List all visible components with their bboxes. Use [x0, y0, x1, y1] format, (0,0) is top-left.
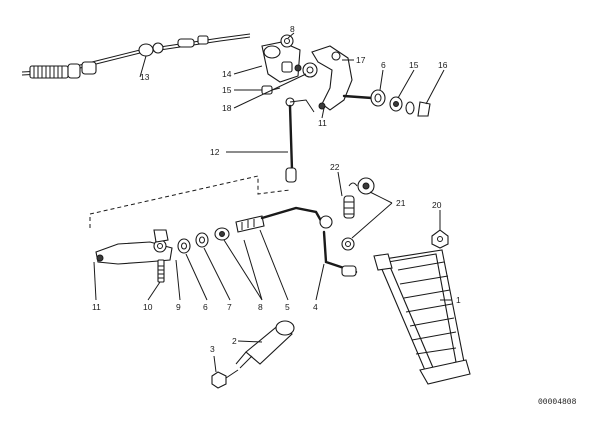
cable-grommet — [152, 42, 164, 54]
callout-21: 21 — [396, 198, 406, 208]
callout-10: 10 — [143, 302, 153, 312]
link-rod-12[interactable] — [285, 97, 297, 183]
cable-grommet — [138, 43, 154, 57]
callout-1: 1 — [456, 295, 461, 305]
rod-end-5[interactable] — [235, 215, 265, 233]
callout-2: 2 — [232, 336, 237, 346]
callout-3: 3 — [210, 344, 215, 354]
nut-20[interactable] — [431, 229, 449, 249]
cap-21-upper[interactable] — [357, 177, 375, 195]
pedal-stop-2[interactable] — [235, 320, 295, 369]
cable-threaded-end — [29, 61, 97, 79]
bushing-21[interactable] — [341, 237, 355, 251]
callout-15-right: 15 — [409, 60, 419, 70]
washer-15-right[interactable] — [389, 96, 403, 112]
accelerator-pedal-1[interactable] — [373, 249, 471, 385]
bracket-14[interactable] — [261, 41, 302, 83]
bushing-18[interactable] — [302, 62, 318, 78]
callout-22: 22 — [330, 162, 340, 172]
callout-labels: 8 14 15 18 17 6 15 16 11 12 13 11 10 9 6… — [92, 24, 461, 354]
roller-6-top[interactable] — [370, 89, 386, 107]
callout-16: 16 — [438, 60, 448, 70]
callout-15-left: 15 — [222, 85, 232, 95]
throttle-lever-17[interactable] — [311, 45, 374, 111]
callout-8-top: 8 — [290, 24, 295, 34]
callout-20: 20 — [432, 200, 442, 210]
leader-lines — [93, 32, 452, 373]
callout-17: 17 — [356, 55, 366, 65]
link-rod-connector — [289, 99, 315, 113]
pedal-rod-4[interactable] — [260, 206, 358, 277]
callout-9: 9 — [176, 302, 181, 312]
screw-3[interactable] — [211, 369, 239, 389]
break-line — [89, 175, 291, 228]
bolt-10-lower[interactable] — [157, 259, 165, 283]
callout-6-top: 6 — [381, 60, 386, 70]
spring-clip-22[interactable] — [343, 182, 358, 219]
callout-8-bottom: 8 — [258, 302, 263, 312]
clip-16[interactable] — [405, 101, 431, 117]
spring-8-lower[interactable] — [214, 227, 230, 241]
callout-6-bottom: 6 — [203, 302, 208, 312]
callout-12: 12 — [210, 147, 220, 157]
callout-18: 18 — [222, 103, 232, 113]
cable-sleeve — [177, 38, 195, 48]
callout-11-bottom: 11 — [92, 302, 101, 312]
bell-crank-9[interactable] — [95, 229, 173, 265]
callout-11-top: 11 — [318, 118, 327, 128]
document-number: 00004808 — [538, 398, 577, 407]
callout-14: 14 — [222, 69, 232, 79]
callout-4: 4 — [313, 302, 318, 312]
callout-13: 13 — [140, 72, 150, 82]
throttle-cable-13[interactable] — [21, 33, 251, 79]
callout-5: 5 — [285, 302, 290, 312]
bushing-7[interactable] — [195, 232, 209, 248]
grommet-6-lower[interactable] — [177, 238, 191, 254]
callout-7: 7 — [227, 302, 232, 312]
cable-sleeve — [197, 35, 209, 45]
nut-8-top[interactable] — [280, 34, 294, 48]
